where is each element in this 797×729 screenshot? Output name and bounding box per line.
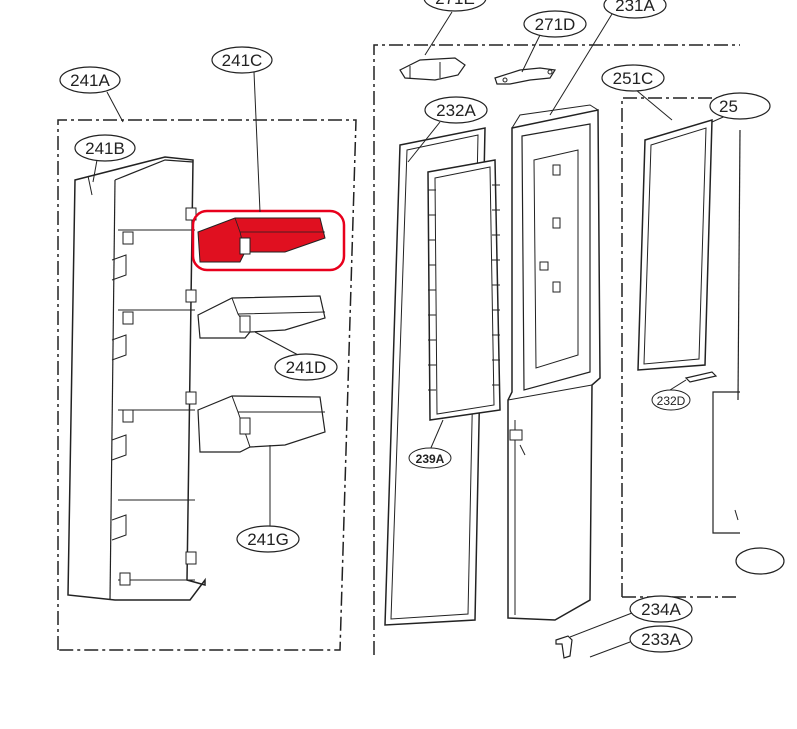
- part-271E-hinge-cover: [399, 57, 466, 81]
- part-right-edge-partial: [712, 129, 741, 534]
- svg-text:232A: 232A: [436, 101, 476, 120]
- part-239A-inner-frame: [427, 159, 501, 421]
- svg-text:234A: 234A: [641, 600, 681, 619]
- callout-251C[interactable]: 251C: [601, 64, 665, 92]
- svg-text:251C: 251C: [613, 69, 654, 88]
- callout-239A[interactable]: 239A: [408, 447, 452, 469]
- svg-text:271E: 271E: [435, 0, 475, 8]
- svg-text:241D: 241D: [286, 358, 327, 377]
- svg-text:241A: 241A: [70, 71, 110, 90]
- svg-text:241G: 241G: [247, 530, 289, 549]
- callout-25-partial[interactable]: 25: [709, 92, 771, 120]
- svg-text:271D: 271D: [535, 15, 576, 34]
- callout-234A[interactable]: 234A: [629, 595, 693, 623]
- callout-232D[interactable]: 232D: [651, 389, 691, 411]
- part-232D: [684, 371, 718, 383]
- callout-241C[interactable]: 241C: [211, 46, 273, 74]
- svg-text:241C: 241C: [222, 51, 263, 70]
- callout-241G[interactable]: 241G: [236, 525, 300, 553]
- group-241A-frame: [57, 119, 357, 651]
- callout-right-edge-partial: [735, 547, 785, 575]
- callout-241B[interactable]: 241B: [74, 134, 136, 162]
- callout-232A[interactable]: 232A: [424, 96, 488, 124]
- svg-text:233A: 233A: [641, 630, 681, 649]
- svg-text:239A: 239A: [416, 452, 445, 466]
- part-241B-door-liner: [67, 156, 206, 601]
- callout-271D[interactable]: 271D: [523, 10, 587, 38]
- callout-271E[interactable]: 271E: [423, 0, 487, 12]
- group-door-frame: [373, 44, 740, 655]
- svg-text:232D: 232D: [657, 394, 686, 408]
- svg-text:231A: 231A: [615, 0, 655, 15]
- svg-text:241B: 241B: [85, 139, 125, 158]
- callout-241D[interactable]: 241D: [274, 353, 338, 381]
- callout-231A[interactable]: 231A: [603, 0, 667, 19]
- part-234A-bolt: [555, 635, 573, 659]
- part-241C-door-bin-highlighted[interactable]: [191, 209, 346, 272]
- callout-241A[interactable]: 241A: [59, 66, 121, 94]
- part-251C-gasket: [637, 118, 713, 371]
- part-241G-door-bin: [197, 395, 326, 453]
- svg-text:25: 25: [719, 97, 738, 116]
- leader-lines: [92, 11, 731, 658]
- part-241D-door-bin: [197, 295, 326, 339]
- callout-233A[interactable]: 233A: [629, 625, 693, 653]
- part-271D-hinge: [494, 67, 557, 85]
- part-231A-door: [507, 104, 601, 621]
